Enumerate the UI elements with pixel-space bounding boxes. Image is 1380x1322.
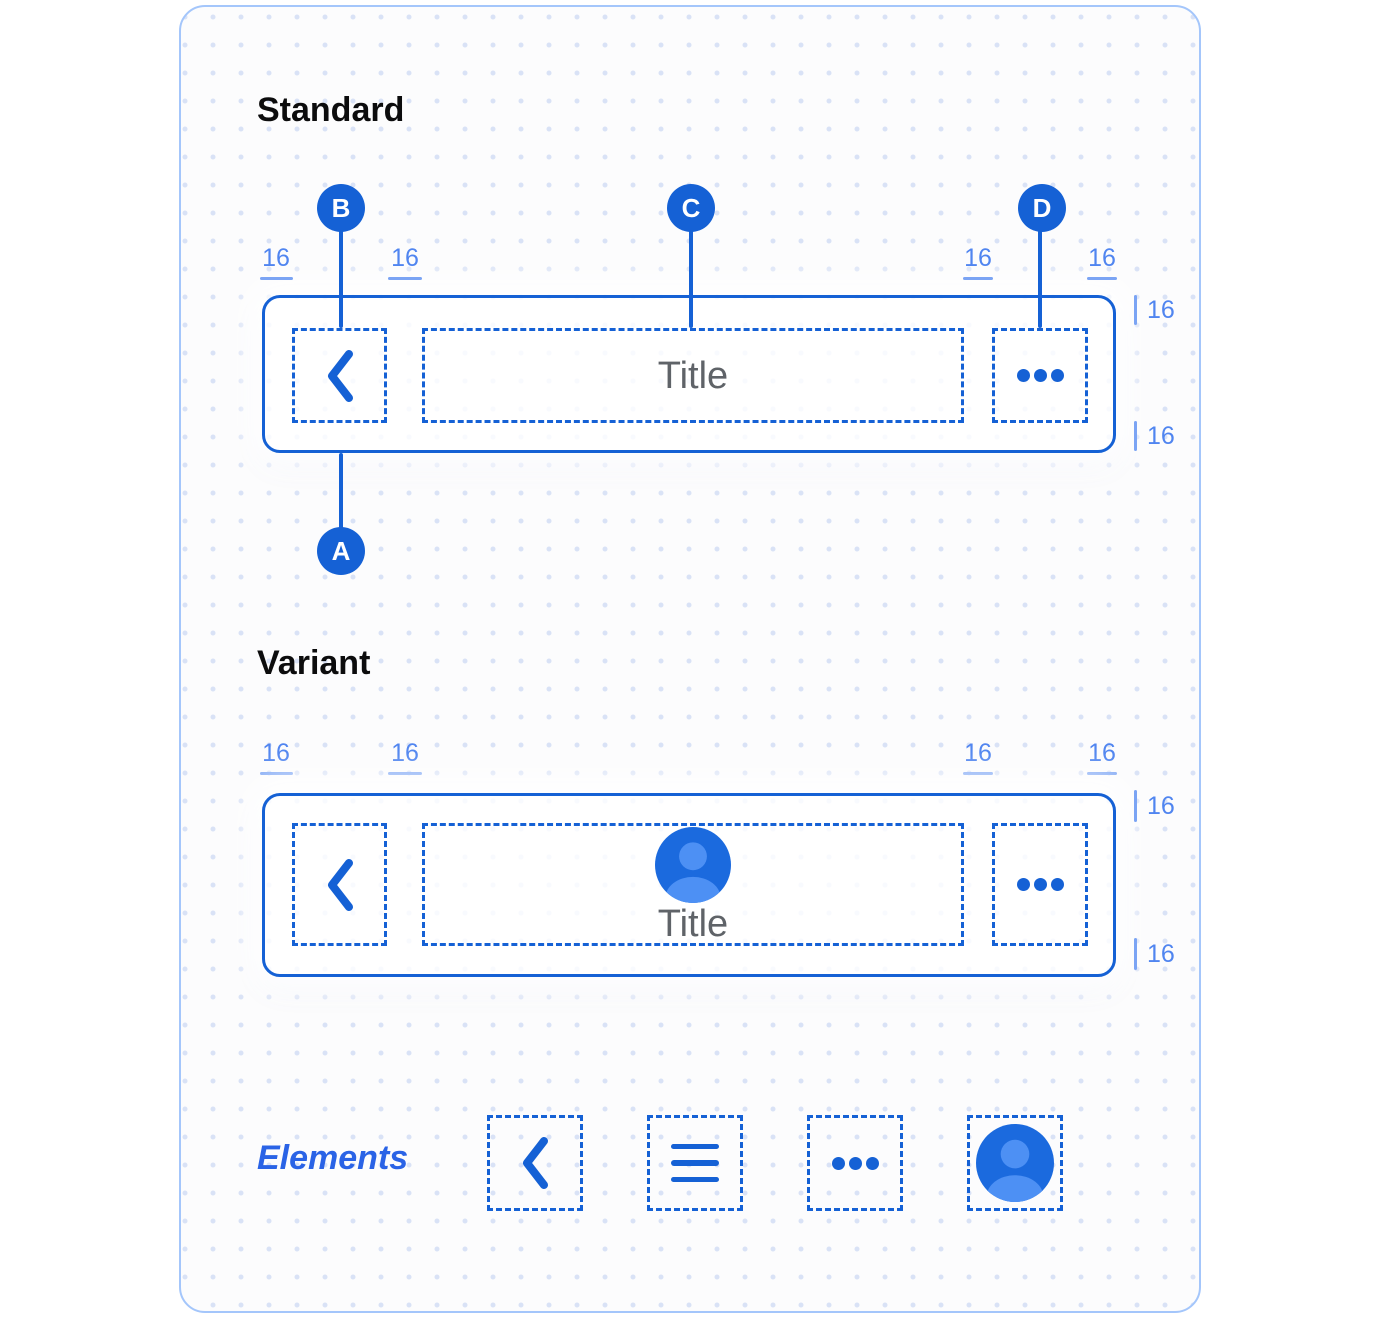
- overflow-icon[interactable]: [1016, 369, 1064, 382]
- back-icon[interactable]: [520, 1136, 550, 1190]
- spacing-underline: [963, 772, 993, 775]
- back-button-slot: [292, 328, 387, 423]
- spacing-label: 16: [1088, 244, 1116, 272]
- callout-d: D: [1018, 184, 1066, 232]
- element-menu: [647, 1115, 743, 1211]
- spacing-label: 16: [391, 244, 419, 272]
- spacing-tick: [1134, 421, 1137, 451]
- spacing-label: 16: [1088, 739, 1116, 767]
- avatar[interactable]: [655, 826, 731, 903]
- overflow-icon[interactable]: [1016, 878, 1064, 891]
- avatar[interactable]: [976, 1124, 1054, 1202]
- spacing-label: 16: [391, 739, 419, 767]
- standard-section-heading: Standard: [257, 91, 405, 129]
- elements-section-heading: Elements: [257, 1139, 409, 1177]
- callout-line-d: [1038, 230, 1042, 328]
- callout-line-c: [689, 230, 693, 328]
- spacing-underline: [963, 277, 993, 280]
- spacing-underline: [388, 772, 422, 775]
- element-avatar: [967, 1115, 1063, 1211]
- spacing-label: 16: [964, 739, 992, 767]
- spacing-label: 16: [1147, 792, 1175, 820]
- bar-title: Title: [657, 354, 729, 397]
- element-back: [487, 1115, 583, 1211]
- back-button-slot: [292, 823, 387, 946]
- spacing-label: 16: [1147, 422, 1175, 450]
- spacing-underline: [1087, 277, 1117, 280]
- spacing-tick: [1134, 938, 1137, 970]
- menu-icon[interactable]: [671, 1143, 719, 1183]
- spacing-label: 16: [262, 739, 290, 767]
- callout-b: B: [317, 184, 365, 232]
- back-icon[interactable]: [325, 349, 355, 403]
- element-overflow: [807, 1115, 903, 1211]
- bar-title: Title: [657, 902, 729, 945]
- back-icon[interactable]: [325, 858, 355, 912]
- overflow-menu-slot: [992, 328, 1088, 423]
- spacing-label: 16: [262, 244, 290, 272]
- spacing-underline: [260, 277, 293, 280]
- spacing-label: 16: [964, 244, 992, 272]
- spacing-label: 16: [1147, 296, 1175, 324]
- overflow-icon[interactable]: [831, 1156, 879, 1170]
- callout-a: A: [317, 527, 365, 575]
- callout-line-a: [339, 453, 343, 529]
- spacing-label: 16: [1147, 940, 1175, 968]
- spacing-underline: [1087, 772, 1117, 775]
- variant-section-heading: Variant: [257, 644, 371, 682]
- spacing-tick: [1134, 790, 1137, 822]
- title-slot: Title: [422, 328, 964, 423]
- spacing-underline: [260, 772, 293, 775]
- spacing-underline: [388, 277, 422, 280]
- callout-line-b: [339, 230, 343, 328]
- callout-c: C: [667, 184, 715, 232]
- overflow-menu-slot: [992, 823, 1088, 946]
- spacing-tick: [1134, 295, 1137, 325]
- avatar-title-slot: Title: [422, 823, 964, 946]
